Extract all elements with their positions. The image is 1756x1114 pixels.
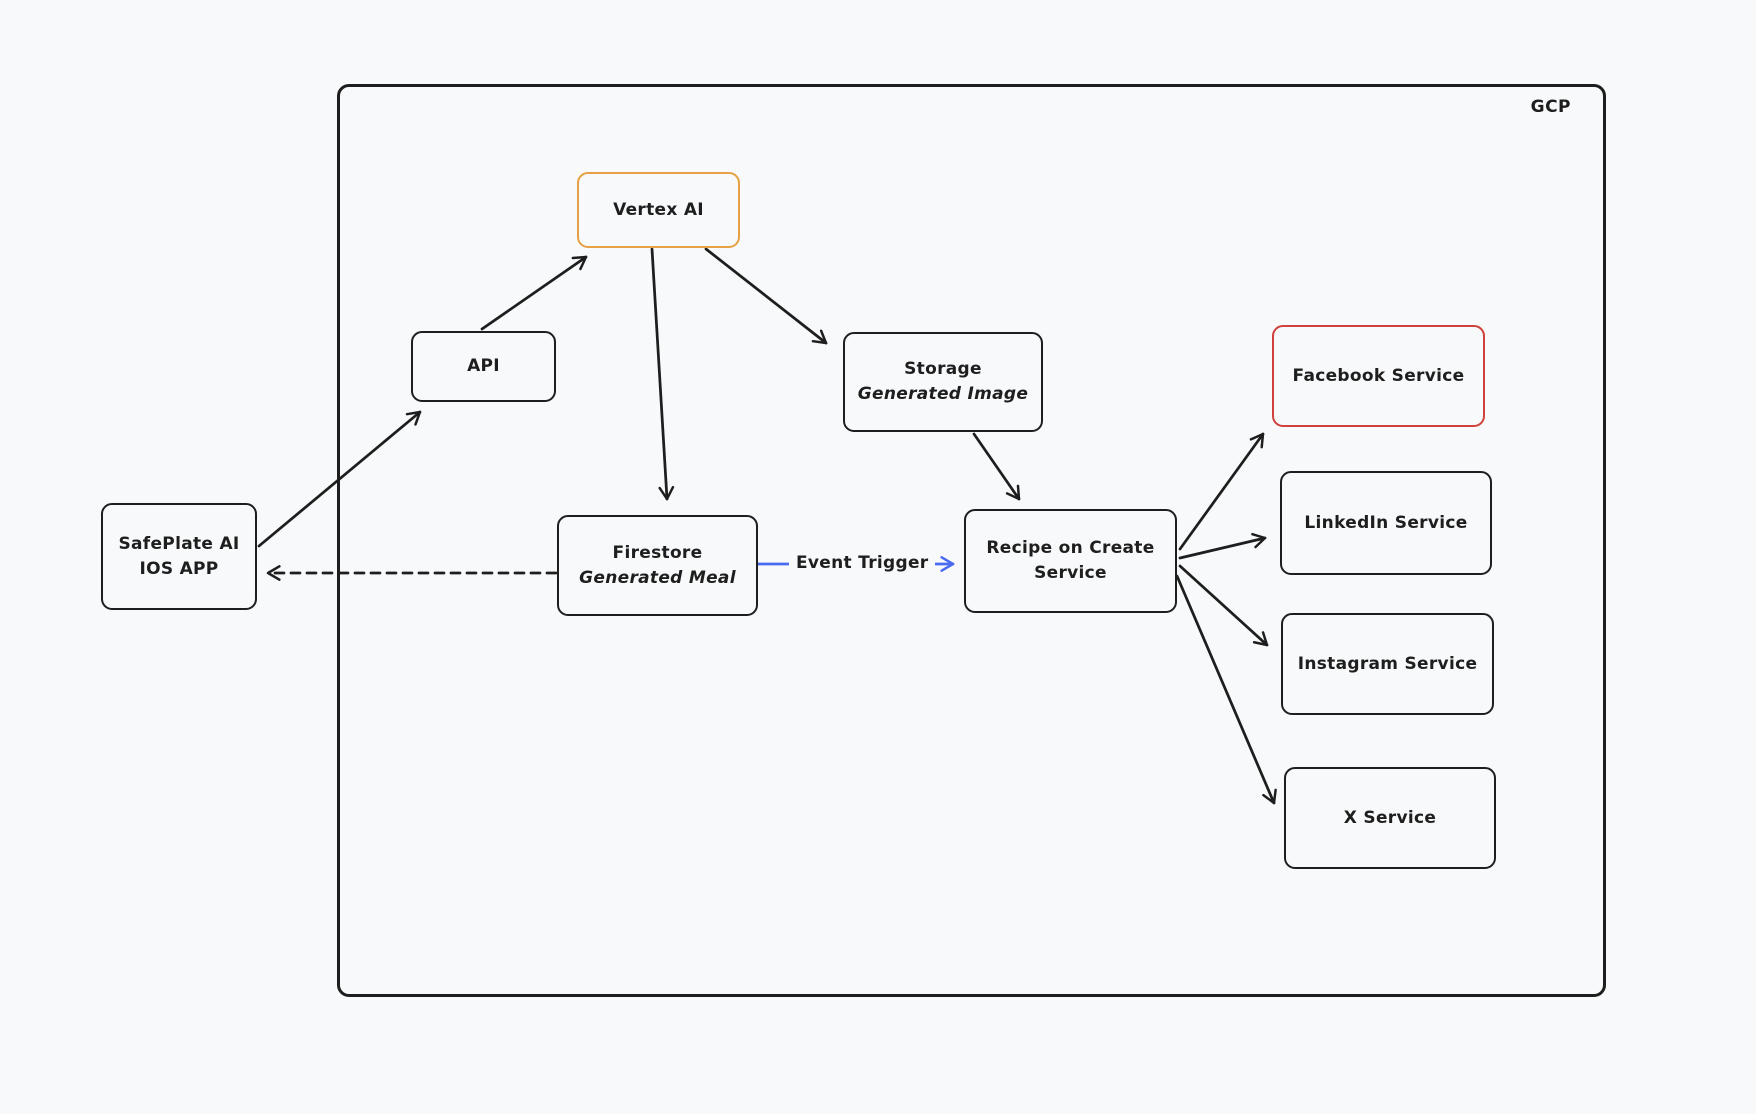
edge-api-to-vertex[interactable] [480,255,588,331]
edge-recipe-to-facebook[interactable] [1178,432,1265,551]
node-sublabel: Generated Meal [579,567,736,588]
node-label: Service [1034,563,1107,583]
node-storage-generated-image[interactable]: Storage Generated Image [843,332,1043,432]
node-api[interactable]: API [411,331,556,402]
node-label: API [467,356,500,377]
edge-recipe-to-x-service[interactable] [1175,574,1277,805]
node-label: X Service [1343,807,1437,828]
edge-vertex-to-firestore[interactable] [650,247,675,501]
node-label: LinkedIn Service [1304,512,1468,533]
node-label: SafePlate AI [118,533,240,554]
node-label: Firestore [612,542,703,563]
gcp-container-label: GCP [1530,97,1571,117]
node-label: Recipe on Create [986,538,1155,559]
node-sublabel: Generated Image [857,384,1029,404]
edge-storage-to-recipe[interactable] [972,432,1021,501]
edge-safeplate-to-api[interactable] [257,410,422,548]
node-label: Storage [904,359,982,380]
event-trigger-label: Event Trigger [789,548,936,578]
node-linkedin-service[interactable]: LinkedIn Service [1280,471,1492,575]
gcp-container-frame[interactable]: GCP [337,84,1606,997]
node-recipe-on-create-service[interactable]: Recipe on Create Service [964,509,1177,613]
node-instagram-service[interactable]: Instagram Service [1281,613,1494,715]
node-vertex-ai[interactable]: Vertex AI [577,172,740,248]
node-label: Vertex AI [613,199,704,220]
edge-recipe-to-linkedin[interactable] [1178,532,1267,560]
edge-recipe-to-instagram[interactable] [1178,564,1269,647]
edge-vertex-to-storage[interactable] [704,247,828,345]
node-label: Facebook Service [1292,365,1465,386]
node-label: Instagram Service [1297,653,1478,674]
node-label: IOS APP [139,558,219,579]
node-x-service[interactable]: X Service [1284,767,1496,869]
node-safeplate-ai-ios-app[interactable]: SafePlate AI IOS APP [101,503,257,610]
node-facebook-service[interactable]: Facebook Service [1272,325,1485,427]
node-firestore-generated-meal[interactable]: Firestore Generated Meal [557,515,758,616]
